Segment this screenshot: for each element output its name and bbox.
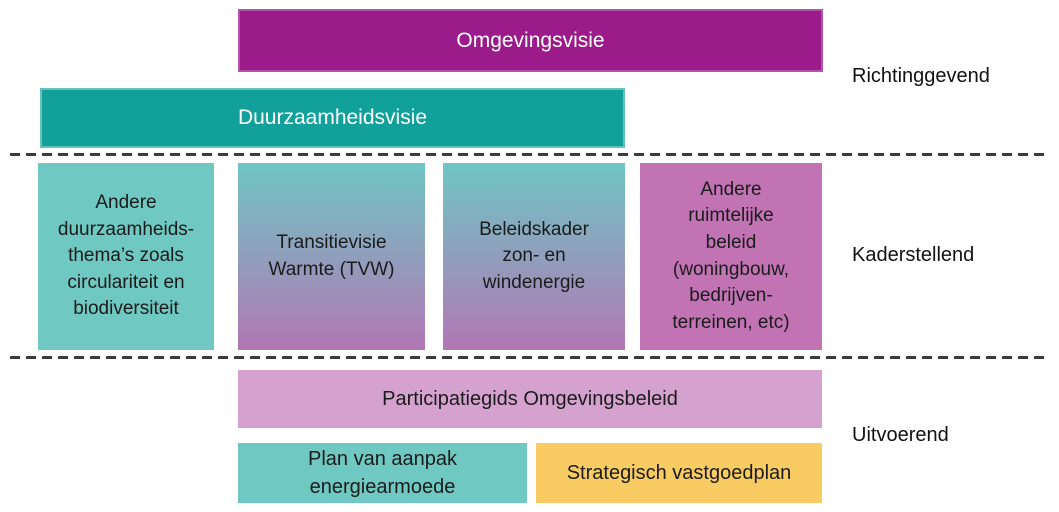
andere-ruimtelijke-beleid-box: Andere ruimtelijke beleid (woningbouw, b…	[640, 163, 822, 350]
dashed-divider-top	[10, 153, 1050, 156]
duurzaamheidsvisie-box: Duurzaamheidsvisie	[40, 88, 625, 148]
dashed-divider-bottom	[10, 356, 1050, 359]
tier-label-richtinggevend: Richtinggevend	[852, 65, 990, 87]
andere-duurzaamheidsthemas-box: Andere duurzaamheids- thema’s zoals circ…	[38, 163, 214, 350]
tier-label-kaderstellend: Kaderstellend	[852, 244, 975, 266]
strategisch-vastgoedplan-box: Strategisch vastgoedplan	[536, 443, 822, 503]
beleidskader-zon-wind-box: Beleidskader zon- en windenergie	[443, 163, 625, 350]
omgevingsvisie-box: Omgevingsvisie	[238, 9, 823, 72]
plan-van-aanpak-box: Plan van aanpak energiearmoede	[238, 443, 527, 503]
tier-label-uitvoerend: Uitvoerend	[852, 424, 949, 446]
transitievisie-warmte-box: Transitievisie Warmte (TVW)	[238, 163, 425, 350]
participatiegids-box: Participatiegids Omgevingsbeleid	[238, 370, 822, 428]
